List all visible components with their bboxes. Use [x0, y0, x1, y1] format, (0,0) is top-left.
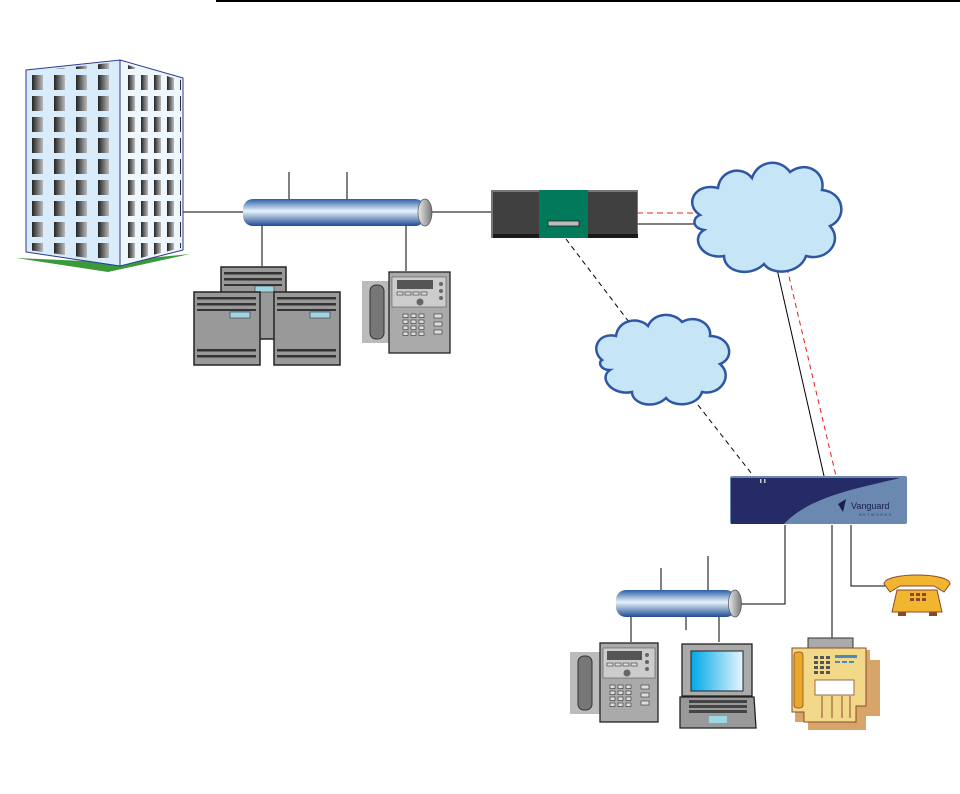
- link-backup-cloud-branch: [697, 404, 756, 479]
- links: [183, 172, 885, 650]
- link-branch-analog-phone: [850, 525, 885, 587]
- office-building-icon: [16, 59, 190, 272]
- lan-bus-icon-branch: [616, 589, 742, 618]
- analog-phone-icon: [883, 574, 951, 616]
- router-icon: [491, 190, 638, 238]
- server-cluster-icon: [193, 266, 341, 366]
- vanguard-logo-text: Vanguard: [851, 501, 889, 511]
- ip-phone-icon: [362, 271, 451, 354]
- link-router-backup-cloud: [565, 238, 633, 327]
- link-cloud-branch-red: [786, 267, 837, 477]
- link-cloud-branch: [776, 268, 825, 477]
- laptop-icon: [679, 643, 757, 729]
- server-left: [193, 291, 261, 366]
- cloud-icon-backup: [595, 313, 731, 406]
- fax-machine-icon: [791, 637, 880, 730]
- server-right: [273, 291, 341, 366]
- link-branch-lan: [740, 525, 786, 605]
- vanguard-logo-tagline: NETWORKS: [859, 513, 893, 517]
- vanguard-logo-mark: [838, 499, 846, 512]
- vanguard-router-icon: Vanguard NETWORKS: [730, 476, 907, 524]
- cloud-icon-primary: [690, 161, 843, 274]
- ip-phone-icon-branch: [570, 642, 659, 723]
- lan-bus-icon: [243, 198, 433, 227]
